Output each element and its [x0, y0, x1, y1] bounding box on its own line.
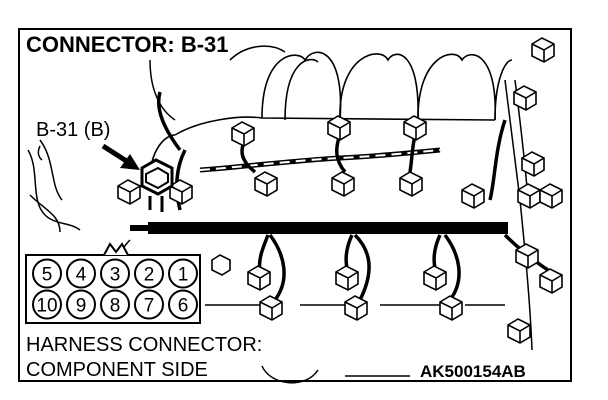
pin-number: 3	[110, 265, 121, 286]
connector-cube	[531, 37, 555, 63]
pin-circle	[168, 289, 198, 320]
pin-circle	[168, 258, 198, 289]
pin-number: 4	[76, 265, 87, 286]
connector-cube	[117, 179, 141, 205]
pin-number: 7	[144, 296, 155, 317]
main-harness-trunk	[130, 222, 508, 234]
connector-cube	[399, 171, 423, 197]
connector-cube	[211, 254, 231, 276]
pin-circle	[66, 258, 96, 289]
caption-flourish	[261, 365, 319, 384]
callout-arrow	[37, 143, 140, 170]
connector-cube	[344, 295, 368, 321]
pin-number: 10	[36, 296, 57, 317]
connector-cube	[515, 243, 539, 269]
harness-caption-line1: HARNESS CONNECTOR:	[26, 334, 262, 356]
connector-cube	[517, 183, 541, 209]
diagram-title: CONNECTOR: B-31	[26, 32, 229, 57]
connector-cube	[439, 295, 463, 321]
pin-circle	[100, 289, 130, 320]
connector-cube	[507, 318, 531, 344]
pin-number: 6	[178, 296, 189, 317]
pin-circle	[32, 258, 62, 289]
pin-number: 1	[178, 265, 189, 286]
connector-cube	[335, 265, 359, 291]
component-connectors	[117, 37, 563, 344]
pin-circle	[66, 289, 96, 320]
connector-cube	[327, 115, 351, 141]
intake-manifold-runners	[149, 45, 513, 181]
pin-circle	[134, 258, 164, 289]
connector-cube	[331, 171, 355, 197]
pin-number: 8	[110, 296, 121, 317]
connector-cube	[539, 268, 563, 294]
connector-cube	[247, 265, 271, 291]
pin-circle	[134, 289, 164, 320]
pin-number: 9	[76, 296, 87, 317]
pin-layout: 5 4 3 2 1 10 9 8 7 6	[25, 242, 201, 324]
pin-number: 2	[144, 265, 155, 286]
figure-code: AK500154AB	[420, 362, 526, 381]
upper-branch-wire	[199, 147, 441, 173]
b31-connector	[140, 158, 174, 212]
connector-cube	[513, 85, 537, 111]
connector-cube	[254, 171, 278, 197]
harness-caption-line2: COMPONENT SIDE	[26, 359, 208, 381]
pin-circle	[100, 258, 130, 289]
connector-callout-label: B-31 (B)	[36, 119, 110, 141]
connector-cube	[403, 115, 427, 141]
connector-cube	[521, 151, 545, 177]
connector-cube	[423, 265, 447, 291]
connector-cube	[259, 295, 283, 321]
pin-number: 5	[42, 265, 53, 286]
connector-cube	[231, 121, 255, 147]
connector-cube	[461, 183, 485, 209]
pin-circle	[32, 289, 62, 320]
engine-block-outline	[27, 59, 176, 263]
connector-cube	[539, 183, 563, 209]
connector-cube	[169, 179, 193, 205]
